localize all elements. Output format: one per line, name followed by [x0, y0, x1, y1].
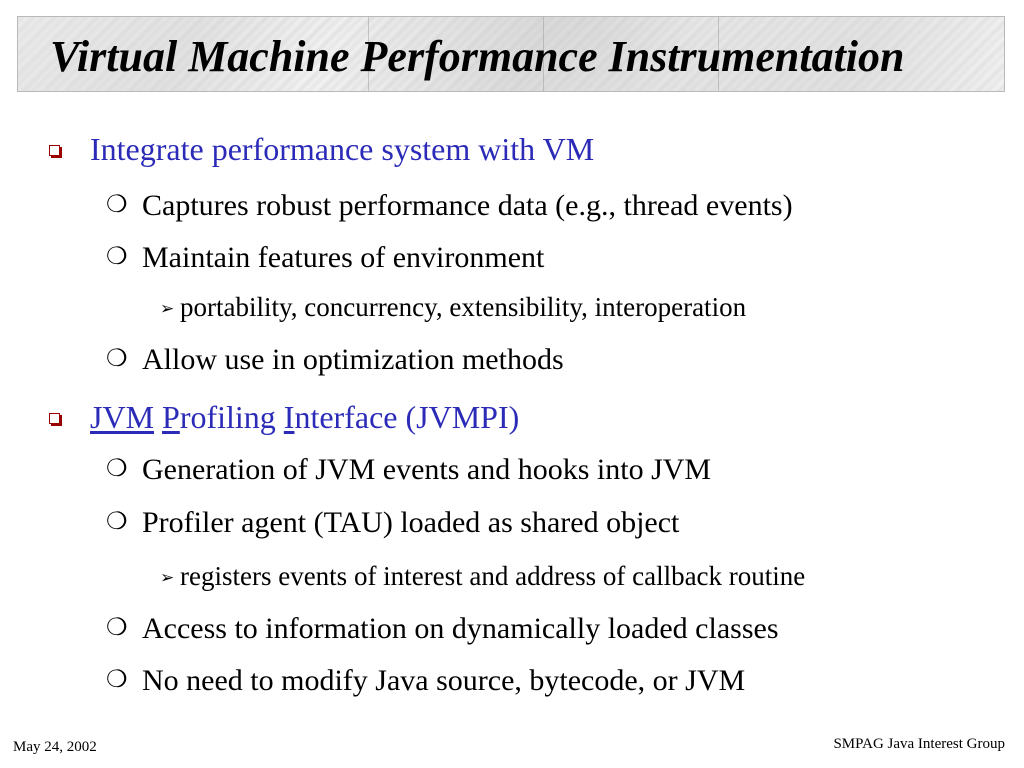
footer-date: May 24, 2002 — [13, 739, 97, 755]
rofiling-text: rofiling — [179, 399, 284, 435]
bullet-level2: Maintain features of environment — [142, 241, 545, 274]
space — [154, 399, 162, 435]
bullet-level2: Access to information on dynamically loa… — [142, 612, 779, 645]
circle-bullet-icon: ❍ — [106, 667, 128, 693]
banner-seam — [718, 17, 719, 91]
circle-bullet-icon: ❍ — [106, 615, 128, 641]
nterface-text: nterface (JVMPI) — [294, 399, 520, 435]
bullet-level3: portability, concurrency, extensibility,… — [180, 292, 747, 322]
bullet-level3: registers events of interest and address… — [180, 561, 806, 591]
bullet-level2: Generation of JVM events and hooks into … — [142, 453, 712, 486]
banner-seam — [543, 17, 544, 91]
circle-bullet-icon: ❍ — [106, 192, 128, 218]
bullet-level1: Integrate performance system with VM — [90, 131, 595, 167]
circle-bullet-icon: ❍ — [106, 244, 128, 270]
p-initial: P — [162, 399, 180, 435]
banner-seam — [368, 17, 369, 91]
square-bullet-icon — [49, 145, 60, 156]
jvm-abbrev: JVM — [90, 399, 155, 435]
circle-bullet-icon: ❍ — [106, 509, 128, 535]
square-bullet-icon — [49, 413, 60, 424]
footer-group: SMPAG Java Interest Group — [833, 736, 1005, 752]
bullet-level2: Captures robust performance data (e.g., … — [142, 189, 793, 222]
bullet-level2: No need to modify Java source, bytecode,… — [142, 664, 746, 697]
bullet-level1-jvmpi: JVM Profiling Interface (JVMPI) — [90, 399, 519, 436]
bullet-level2: Allow use in optimization methods — [142, 343, 564, 376]
circle-bullet-icon: ❍ — [106, 456, 128, 482]
title-banner: Virtual Machine Performance Instrumentat… — [17, 16, 1005, 92]
arrowhead-bullet-icon: ➢ — [160, 568, 175, 587]
slide-title: Virtual Machine Performance Instrumentat… — [50, 32, 905, 81]
bullet-level2: Profiler agent (TAU) loaded as shared ob… — [142, 506, 680, 539]
circle-bullet-icon: ❍ — [106, 346, 128, 372]
i-initial: I — [283, 399, 295, 435]
arrowhead-bullet-icon: ➢ — [160, 299, 175, 318]
